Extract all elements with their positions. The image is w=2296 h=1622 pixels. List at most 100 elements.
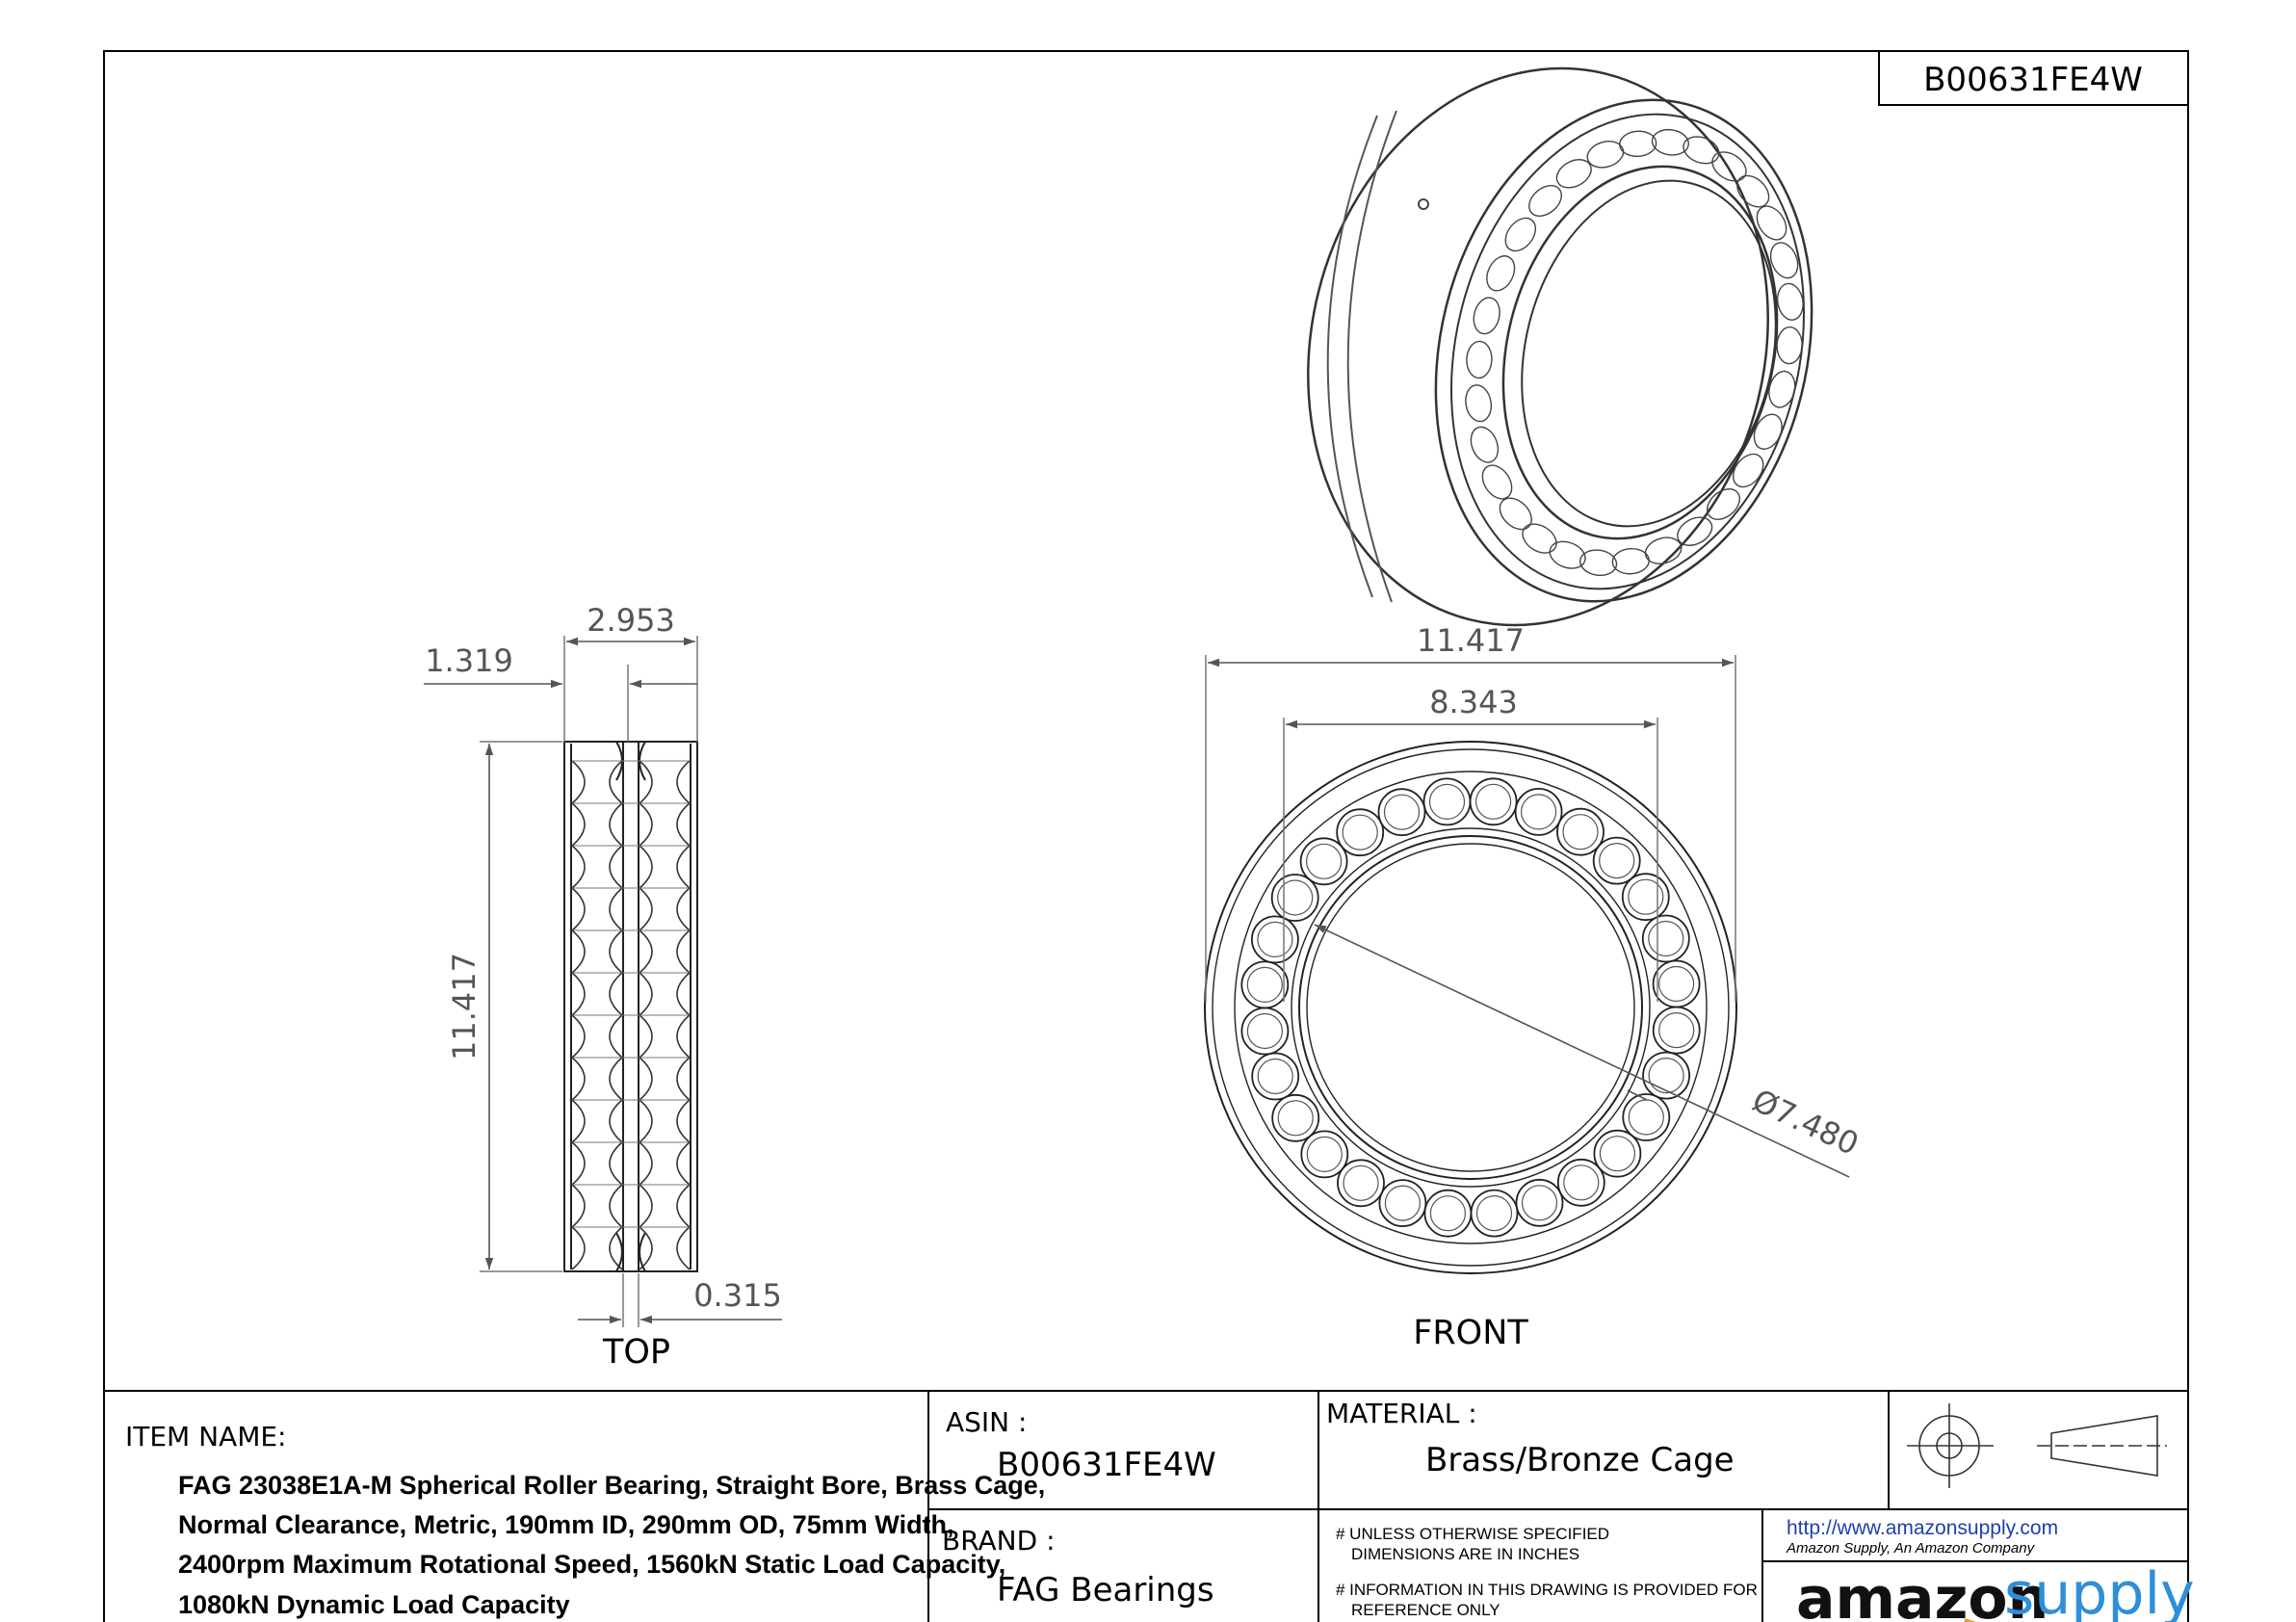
front-roller: [1336, 808, 1385, 857]
top-asin-text: B00631FE4W: [1923, 61, 2143, 99]
top-asin-box: B00631FE4W: [1878, 50, 2189, 106]
top-roller-slice-right: [639, 1099, 653, 1143]
iso-roller: [1470, 426, 1500, 463]
top-roller-slice-left: [609, 802, 623, 847]
isometric-rollers: [1465, 128, 1804, 577]
logo-amazon-word: amazon: [1796, 1565, 2048, 1622]
company-name: Amazon Supply, An Amazon Company: [1786, 1540, 2036, 1557]
front-roller: [1622, 1093, 1671, 1141]
front-roller: [1592, 836, 1641, 885]
top-roller-slice-left: [609, 1184, 623, 1228]
iso-roller: [1683, 136, 1720, 165]
top-roller-slice-right: [676, 1014, 691, 1059]
top-roller-slice-right: [639, 760, 653, 804]
front-roller-inner: [1563, 1164, 1600, 1201]
front-roller: [1593, 1129, 1642, 1178]
top-roller-slice-left: [571, 1141, 586, 1186]
top-roller-slice-left: [571, 760, 586, 804]
item-name-line-3: 2400rpm Maximum Rotational Speed, 1560kN…: [178, 1550, 1005, 1579]
front-view-rollers: [1240, 777, 1701, 1238]
brand-value: FAG Bearings: [997, 1571, 1214, 1609]
iso-roller: [1473, 297, 1500, 335]
front-roller: [1423, 1189, 1473, 1238]
iso-roller: [1753, 413, 1783, 450]
front-roller-inner: [1520, 794, 1557, 830]
top-roller-slice-left: [609, 1099, 623, 1143]
top-roller-slice-right: [676, 760, 691, 804]
iso-roller: [1707, 488, 1740, 520]
front-roller-inner: [1428, 783, 1466, 821]
iso-roller: [1644, 536, 1683, 564]
front-roller-inner: [1521, 1185, 1558, 1221]
top-roller-slice-left: [609, 887, 623, 931]
dim-front-outer: 11.417: [1417, 622, 1525, 659]
front-roller: [1514, 788, 1563, 836]
iso-roller: [1776, 282, 1804, 321]
front-roller-inner: [1306, 1136, 1343, 1173]
title-block: ITEM NAME: FAG 23038E1A-M Spherical Roll…: [104, 1390, 2195, 1622]
top-roller-slice-left: [609, 845, 623, 889]
front-roller-inner: [1658, 1011, 1695, 1049]
top-roller-slice-right: [639, 972, 653, 1016]
sheet-border: [103, 50, 2189, 1622]
front-view-label: FRONT: [1413, 1314, 1528, 1352]
front-roller: [1642, 1051, 1690, 1100]
top-roller-slice-right: [676, 802, 691, 847]
front-roller-inner: [1257, 921, 1293, 958]
front-roller: [1652, 1006, 1701, 1055]
front-roller-inner: [1383, 794, 1421, 830]
top-roller-slice-left: [571, 887, 586, 931]
top-roller-slice-left: [609, 760, 623, 804]
front-roller-inner: [1474, 783, 1512, 820]
top-roller-slice-right: [639, 1226, 653, 1270]
front-roller-inner: [1628, 878, 1664, 915]
asin-label: ASIN :: [946, 1406, 1027, 1438]
front-roller-inner: [1648, 920, 1684, 957]
top-roller-slice-right: [639, 1184, 653, 1228]
front-roller: [1377, 788, 1426, 837]
amazon-supply-link[interactable]: http://www.amazonsupply.com: [1787, 1517, 2058, 1539]
front-roller-inner: [1657, 965, 1695, 1003]
dim-front-pitch: 8.343: [1429, 684, 1518, 720]
amazon-supply-logo: amazon supply: [1796, 1560, 2195, 1622]
iso-roller: [1677, 516, 1713, 546]
iso-roller: [1736, 174, 1770, 208]
iso-roller: [1466, 340, 1493, 379]
top-roller-slice-right: [676, 972, 691, 1016]
iso-roller: [1499, 497, 1532, 531]
top-roller-slice-right: [639, 1014, 653, 1059]
front-roller: [1251, 915, 1299, 964]
top-roller-slice-right: [676, 1184, 691, 1228]
front-roller-inner: [1343, 1164, 1379, 1201]
front-roller-inner: [1429, 1195, 1467, 1232]
top-roller-slice-right: [676, 1226, 691, 1270]
top-roller-slice-left: [571, 1184, 586, 1228]
top-view-roller-slices: [571, 760, 691, 1270]
top-view-label: TOP: [602, 1333, 670, 1372]
dim-top-groove: 0.315: [693, 1277, 782, 1314]
front-roller-inner: [1246, 966, 1283, 1004]
iso-roller: [1555, 159, 1592, 189]
front-roller-inner: [1562, 814, 1599, 850]
top-roller-slice-left: [571, 929, 586, 974]
top-roller-slice-left: [571, 1099, 586, 1143]
top-roller-slice-right: [676, 887, 691, 931]
front-roller: [1556, 807, 1605, 856]
material-value: Brass/Bronze Cage: [1425, 1441, 1735, 1479]
front-roller-inner: [1342, 814, 1378, 850]
top-roller-slice-left: [609, 929, 623, 974]
iso-roller: [1768, 370, 1796, 408]
front-roller: [1469, 777, 1518, 826]
front-roller: [1470, 1189, 1519, 1238]
front-roller-inner: [1648, 1057, 1684, 1094]
item-name-line-2: Normal Clearance, Metric, 190mm ID, 290m…: [178, 1510, 954, 1539]
front-roller-inner: [1305, 843, 1343, 879]
top-roller-slice-left: [609, 1226, 623, 1270]
front-roller-inner: [1257, 1058, 1293, 1095]
note-2-line-1: # INFORMATION IN THIS DRAWING IS PROVIDE…: [1336, 1581, 1758, 1599]
iso-roller: [1776, 326, 1803, 365]
item-name-label: ITEM NAME:: [125, 1421, 287, 1452]
front-roller: [1271, 1093, 1320, 1142]
note-2-line-2: REFERENCE ONLY: [1351, 1601, 1500, 1619]
